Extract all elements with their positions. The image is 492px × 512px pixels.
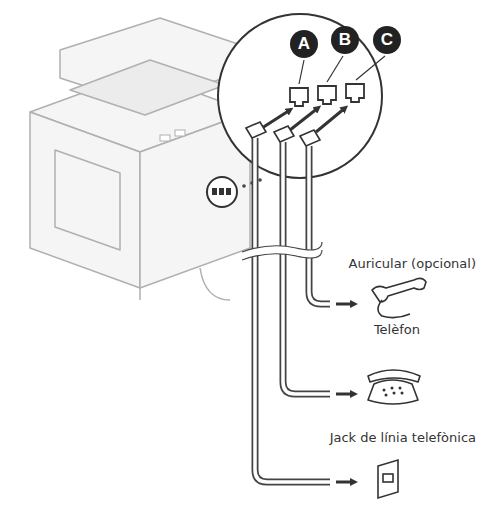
device-label: Telèfon <box>374 322 420 338</box>
device-label: Jack de línia telefònica <box>330 430 476 446</box>
device-label: Auricular (opcional) <box>349 256 476 272</box>
callout-letter: B <box>331 26 359 54</box>
callout-letter: C <box>373 26 401 54</box>
callout-letter: A <box>290 30 318 58</box>
